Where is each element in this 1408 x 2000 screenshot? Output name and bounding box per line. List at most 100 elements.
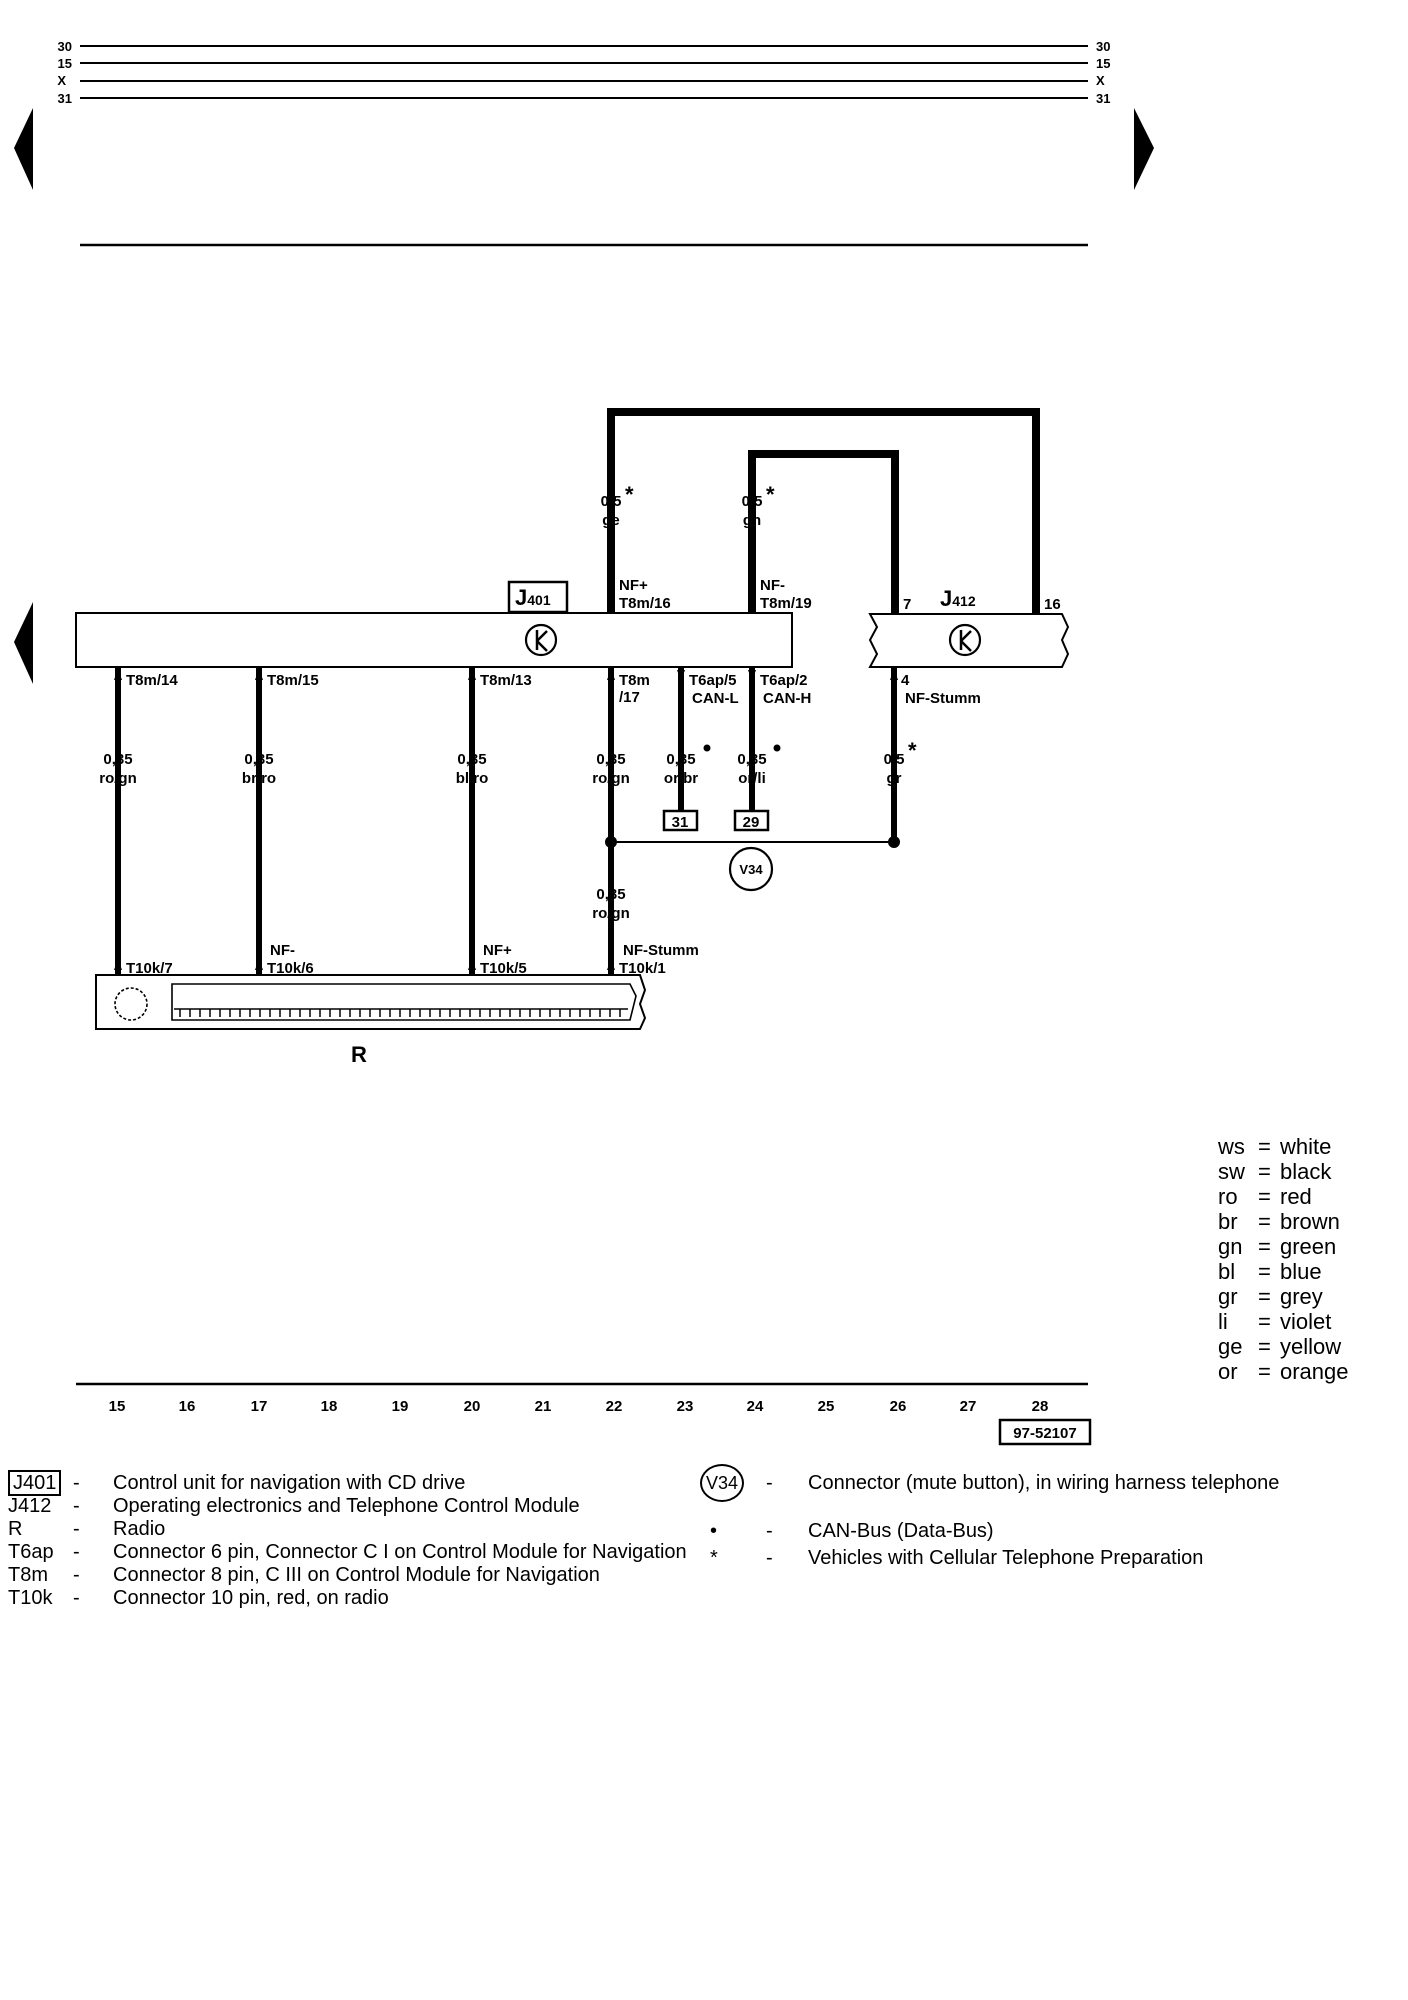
v34-connector-icon: V34 bbox=[728, 846, 774, 892]
color-code-row: li=violet bbox=[1218, 1309, 1332, 1334]
color-code-row: gr=grey bbox=[1218, 1284, 1323, 1309]
legend-desc: Connector 8 pin, C III on Control Module… bbox=[113, 1564, 600, 1586]
svg-text:ro/gn: ro/gn bbox=[99, 770, 137, 787]
color-code: li bbox=[1218, 1309, 1228, 1334]
grid-number: 25 bbox=[818, 1398, 835, 1415]
svg-text:0,35: 0,35 bbox=[103, 751, 132, 768]
svg-text:/17: /17 bbox=[619, 689, 640, 706]
legend-row: • - CAN-Bus (Data-Bus) bbox=[700, 1520, 1400, 1543]
wire-t8m-15: T8m/15 0,35 br/ro NF- T10k/6 bbox=[242, 667, 319, 977]
terminal-label-x-left: X bbox=[57, 73, 66, 88]
terminal-label-x-right: X bbox=[1096, 73, 1105, 88]
color-code: ge bbox=[1218, 1334, 1243, 1359]
wire-nf-minus-t8m-19: 0,5 * gn NF- T8m/19 bbox=[742, 450, 899, 613]
asterisk-icon: * bbox=[710, 1547, 718, 1569]
wire-nf-plus-t8m-16: 0,5 * ge NF+ T8m/16 bbox=[601, 408, 1040, 613]
grid-number: 27 bbox=[960, 1398, 977, 1415]
svg-text:T8m/19: T8m/19 bbox=[760, 595, 812, 612]
svg-text:0,35: 0,35 bbox=[244, 751, 273, 768]
svg-text:T8m/16: T8m/16 bbox=[619, 595, 671, 612]
wire-t6ap-2-can-h: T6ap/2 CAN-H 0,35 or/li 29 bbox=[733, 667, 811, 832]
svg-text:*: * bbox=[766, 482, 775, 507]
svg-text:NF+: NF+ bbox=[483, 942, 512, 959]
legend-desc: Radio bbox=[113, 1518, 166, 1540]
component-legend-right: V34 - Connector (mute button), in wiring… bbox=[700, 1464, 1400, 1570]
radio-unit-box bbox=[95, 974, 647, 1030]
grid-number: 16 bbox=[179, 1398, 196, 1415]
legend-desc: Vehicles with Cellular Telephone Prepara… bbox=[808, 1547, 1204, 1569]
color-name: red bbox=[1280, 1184, 1312, 1209]
legend-desc: Control unit for navigation with CD driv… bbox=[113, 1472, 466, 1494]
color-code-legend: ws=white sw=black ro=red br=brown gn=gre… bbox=[1218, 1134, 1349, 1384]
figure-id-box bbox=[998, 1418, 1092, 1446]
junction-dot-left bbox=[605, 836, 617, 848]
color-name: grey bbox=[1280, 1284, 1323, 1309]
legend-desc: Operating electronics and Telephone Cont… bbox=[113, 1495, 580, 1517]
color-code-row: ws=white bbox=[1218, 1134, 1332, 1159]
legend-desc: Connector 10 pin, red, on radio bbox=[113, 1587, 389, 1609]
legend-key: R bbox=[8, 1518, 23, 1540]
color-name: white bbox=[1280, 1134, 1332, 1159]
j401-unit-box bbox=[75, 612, 793, 668]
legend-desc: Connector 6 pin, Connector C I on Contro… bbox=[113, 1541, 687, 1563]
color-code: sw bbox=[1218, 1159, 1245, 1184]
color-code-row: gn=green bbox=[1218, 1234, 1337, 1259]
legend-dash: - bbox=[73, 1495, 80, 1517]
next-page-arrow-icon[interactable] bbox=[1134, 108, 1154, 190]
svg-text:ro/gn: ro/gn bbox=[592, 905, 630, 922]
svg-text:gr: gr bbox=[887, 770, 902, 787]
legend-key: T6ap bbox=[8, 1541, 54, 1563]
svg-text:T10k/5: T10k/5 bbox=[480, 960, 527, 977]
prev-page-arrow-icon[interactable] bbox=[14, 108, 33, 190]
svg-text:CAN-H: CAN-H bbox=[763, 690, 811, 707]
legend-row: J412 - Operating electronics and Telepho… bbox=[8, 1495, 688, 1518]
j412-label: J412 bbox=[940, 586, 976, 611]
svg-text:T8m/14: T8m/14 bbox=[126, 672, 178, 689]
j401-label: J401 bbox=[515, 585, 551, 610]
legend-key: T10k bbox=[8, 1587, 53, 1609]
wiring-diagram: 30 15 X 31 30 15 X 31 J401 J412 R bbox=[14, 39, 1154, 1446]
v34-legend-icon: V34 bbox=[700, 1464, 744, 1502]
svg-text:0,35: 0,35 bbox=[737, 751, 766, 768]
color-name: brown bbox=[1280, 1209, 1340, 1234]
svg-text:V34: V34 bbox=[739, 862, 763, 877]
grid-number: 15 bbox=[109, 1398, 126, 1415]
terminal-labels-right: 30 15 X 31 bbox=[1096, 39, 1110, 106]
grid-number: 18 bbox=[321, 1398, 338, 1415]
color-code-row: sw=black bbox=[1218, 1159, 1332, 1184]
legend-dash: - bbox=[73, 1472, 80, 1494]
svg-text:T6ap/2: T6ap/2 bbox=[760, 672, 808, 689]
radio-knob-icon bbox=[114, 987, 148, 1021]
color-code-row: br=brown bbox=[1218, 1209, 1340, 1234]
j412-pin-7: 7 bbox=[891, 596, 911, 613]
wire-t6ap-5-can-l: T6ap/5 CAN-L 0,35 or/br 31 bbox=[662, 667, 739, 832]
legend-key: V34 bbox=[700, 1464, 766, 1502]
color-code: ro bbox=[1218, 1184, 1238, 1209]
color-code-row: ro=red bbox=[1218, 1184, 1312, 1209]
terminal-label-15-left: 15 bbox=[58, 56, 72, 71]
legend-key: * bbox=[700, 1547, 766, 1570]
wire-j412-pin-4: 4 NF-Stumm 0,5 * gr bbox=[884, 667, 981, 842]
svg-text:gn: gn bbox=[743, 512, 761, 529]
legend-row: T6ap - Connector 6 pin, Connector C I on… bbox=[8, 1541, 688, 1564]
svg-text:T10k/1: T10k/1 bbox=[619, 960, 666, 977]
svg-text:16: 16 bbox=[1044, 596, 1061, 613]
legend-dash: - bbox=[73, 1541, 80, 1563]
color-code: gr bbox=[1218, 1284, 1238, 1309]
color-code: or bbox=[1218, 1359, 1238, 1384]
j401-label-box bbox=[507, 580, 569, 614]
color-name: green bbox=[1280, 1234, 1337, 1259]
legend-row: * - Vehicles with Cellular Telephone Pre… bbox=[700, 1547, 1400, 1570]
figure-id: 97-52107 bbox=[1013, 1425, 1076, 1442]
left-continuation-arrow-icon[interactable] bbox=[14, 602, 33, 684]
svg-text:ro/gn: ro/gn bbox=[592, 770, 630, 787]
j412-symbol-icon bbox=[948, 623, 982, 657]
color-code: bl bbox=[1218, 1259, 1236, 1284]
legend-row: R - Radio bbox=[8, 1518, 688, 1541]
svg-text:T10k/6: T10k/6 bbox=[267, 960, 314, 977]
color-name: violet bbox=[1280, 1309, 1332, 1334]
grid-numbers: 15 16 17 18 19 20 21 22 23 24 25 26 27 2… bbox=[109, 1398, 1049, 1415]
grid-number: 28 bbox=[1032, 1398, 1049, 1415]
legend-dash: - bbox=[73, 1518, 80, 1540]
svg-text:0,5: 0,5 bbox=[601, 493, 622, 510]
